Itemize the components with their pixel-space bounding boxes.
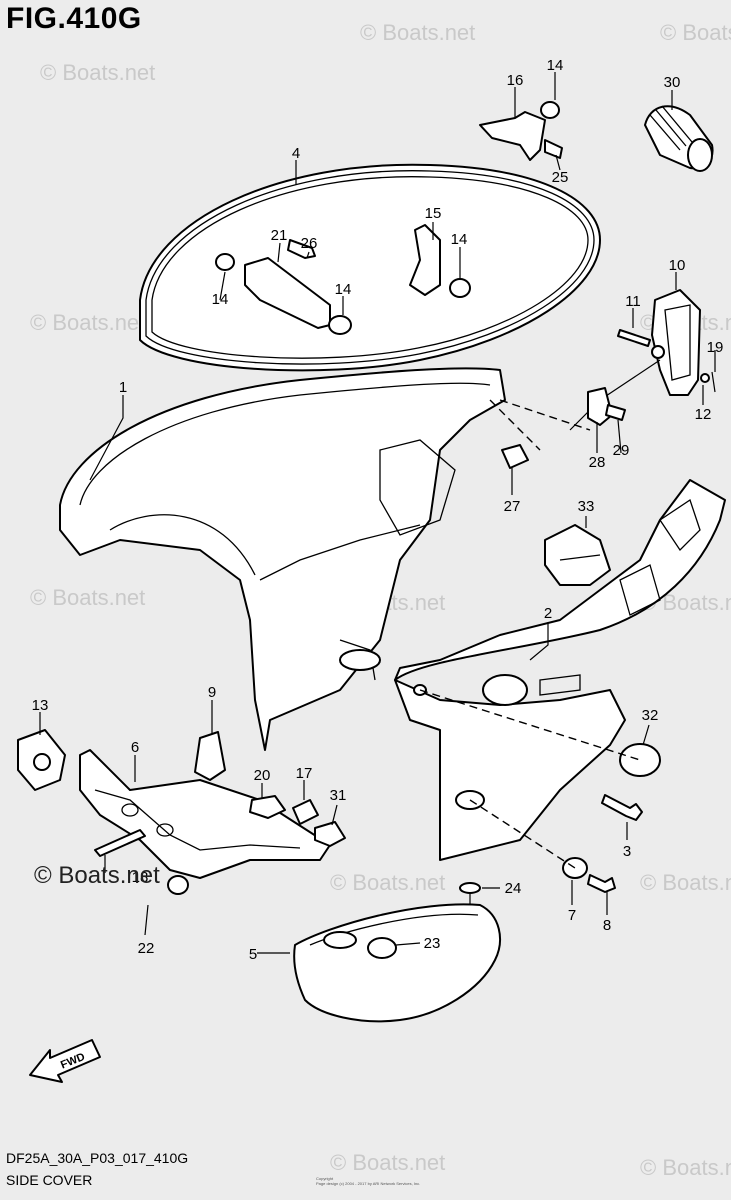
callout-2: 2 bbox=[544, 605, 552, 622]
part-15-bracket bbox=[409, 224, 441, 296]
part-10-bracket bbox=[569, 289, 701, 431]
watermark-text: © Boats.net bbox=[330, 870, 445, 895]
callout-12: 12 bbox=[695, 406, 712, 423]
callout-16: 16 bbox=[507, 72, 524, 89]
watermark-text: © Boats.net bbox=[30, 310, 145, 335]
callout-15: 15 bbox=[425, 205, 442, 222]
part-27-nut bbox=[501, 444, 529, 469]
section-title: SIDE COVER bbox=[6, 1172, 93, 1188]
assembly-lines bbox=[419, 399, 641, 869]
callout-14: 14 bbox=[335, 281, 352, 298]
callout-20: 20 bbox=[254, 767, 271, 784]
part-21-bracket bbox=[244, 257, 331, 329]
copyright-line: Copyright bbox=[316, 1176, 334, 1181]
callout-21: 21 bbox=[271, 227, 288, 244]
part-22-grommet bbox=[167, 875, 189, 895]
callout-29: 29 bbox=[613, 442, 630, 459]
callout-labels: 1 2 3 4 5 6 7 8 9 10 11 12 13 14 14 14 1… bbox=[32, 57, 724, 963]
part-31-damper bbox=[314, 821, 346, 847]
callout-14: 14 bbox=[212, 291, 229, 308]
part-25-bolt bbox=[544, 139, 563, 159]
copyright-line: Page design (c) 2004 - 2017 by ARI Netwo… bbox=[316, 1181, 421, 1186]
part-13-grommet bbox=[17, 729, 66, 791]
watermark-text: © Boats.net bbox=[330, 1150, 445, 1175]
watermark-text: © Boats.net bbox=[660, 20, 731, 45]
callout-25: 25 bbox=[552, 169, 569, 186]
part-23-grommet bbox=[367, 937, 397, 959]
part-7-grommet bbox=[562, 857, 588, 879]
callout-4: 4 bbox=[292, 145, 300, 162]
part-3-bolt bbox=[601, 794, 643, 821]
callout-28: 28 bbox=[589, 454, 606, 471]
callout-13: 13 bbox=[32, 697, 49, 714]
callout-19: 19 bbox=[707, 339, 724, 356]
part-2-side-cover bbox=[394, 479, 726, 861]
part-17-collar bbox=[292, 799, 319, 825]
callout-26: 26 bbox=[301, 235, 318, 252]
callout-10: 10 bbox=[669, 257, 686, 274]
part-12-washer bbox=[700, 373, 710, 383]
callout-9: 9 bbox=[208, 684, 216, 701]
callout-5: 5 bbox=[249, 946, 257, 963]
watermark-text-foreground: © Boats.net bbox=[34, 862, 160, 889]
callout-24: 24 bbox=[505, 880, 522, 897]
part-8-bolt bbox=[587, 874, 616, 893]
part-16-bracket bbox=[479, 111, 546, 161]
watermark-text: © Boats.net bbox=[360, 20, 475, 45]
callout-11: 11 bbox=[625, 293, 641, 310]
part-6-bracket bbox=[79, 749, 331, 879]
part-11-screw bbox=[617, 329, 651, 347]
part-19-pin bbox=[711, 371, 716, 393]
part-33-damper bbox=[544, 524, 611, 586]
part-14-grommets bbox=[215, 101, 560, 335]
part-4-seal bbox=[139, 163, 601, 372]
callout-33: 33 bbox=[578, 498, 595, 515]
callout-17: 17 bbox=[296, 765, 313, 782]
figure-title: FIG.410G bbox=[6, 2, 142, 35]
callout-14: 14 bbox=[451, 231, 468, 248]
watermark-text: © Boats.net bbox=[40, 60, 155, 85]
callout-32: 32 bbox=[642, 707, 659, 724]
part-29-bolt bbox=[605, 404, 626, 421]
leader-lines bbox=[39, 72, 716, 954]
part-18-screw bbox=[94, 829, 146, 857]
part-24-clip bbox=[459, 882, 481, 905]
watermark-text: © Boats.net bbox=[640, 1155, 731, 1180]
part-5-lower-pan bbox=[293, 903, 501, 1023]
callout-22: 22 bbox=[138, 940, 155, 957]
callout-1: 1 bbox=[119, 379, 127, 396]
watermark-text: © Boats.net bbox=[30, 585, 145, 610]
part-32-cap bbox=[619, 743, 661, 777]
watermark-text: © Boats.net bbox=[640, 870, 731, 895]
callout-3: 3 bbox=[623, 843, 631, 860]
callout-6: 6 bbox=[131, 739, 139, 756]
forward-direction-arrow: FWD bbox=[29, 1039, 101, 1083]
part-9-clip bbox=[194, 731, 226, 781]
callout-14: 14 bbox=[547, 57, 564, 74]
callout-31: 31 bbox=[330, 787, 347, 804]
part-20-damper bbox=[249, 795, 286, 819]
part-30-sleeve bbox=[644, 105, 714, 172]
part-1-side-cover bbox=[59, 367, 506, 751]
callout-27: 27 bbox=[504, 498, 521, 515]
callout-23: 23 bbox=[424, 935, 441, 952]
callout-30: 30 bbox=[664, 74, 681, 91]
callout-8: 8 bbox=[603, 917, 611, 934]
model-code: DF25A_30A_P03_017_410G bbox=[6, 1150, 189, 1166]
copyright-notice: Copyright Page design (c) 2004 - 2017 by… bbox=[316, 1176, 486, 1186]
callout-7: 7 bbox=[568, 907, 576, 924]
callout-18: 18 bbox=[132, 869, 149, 886]
